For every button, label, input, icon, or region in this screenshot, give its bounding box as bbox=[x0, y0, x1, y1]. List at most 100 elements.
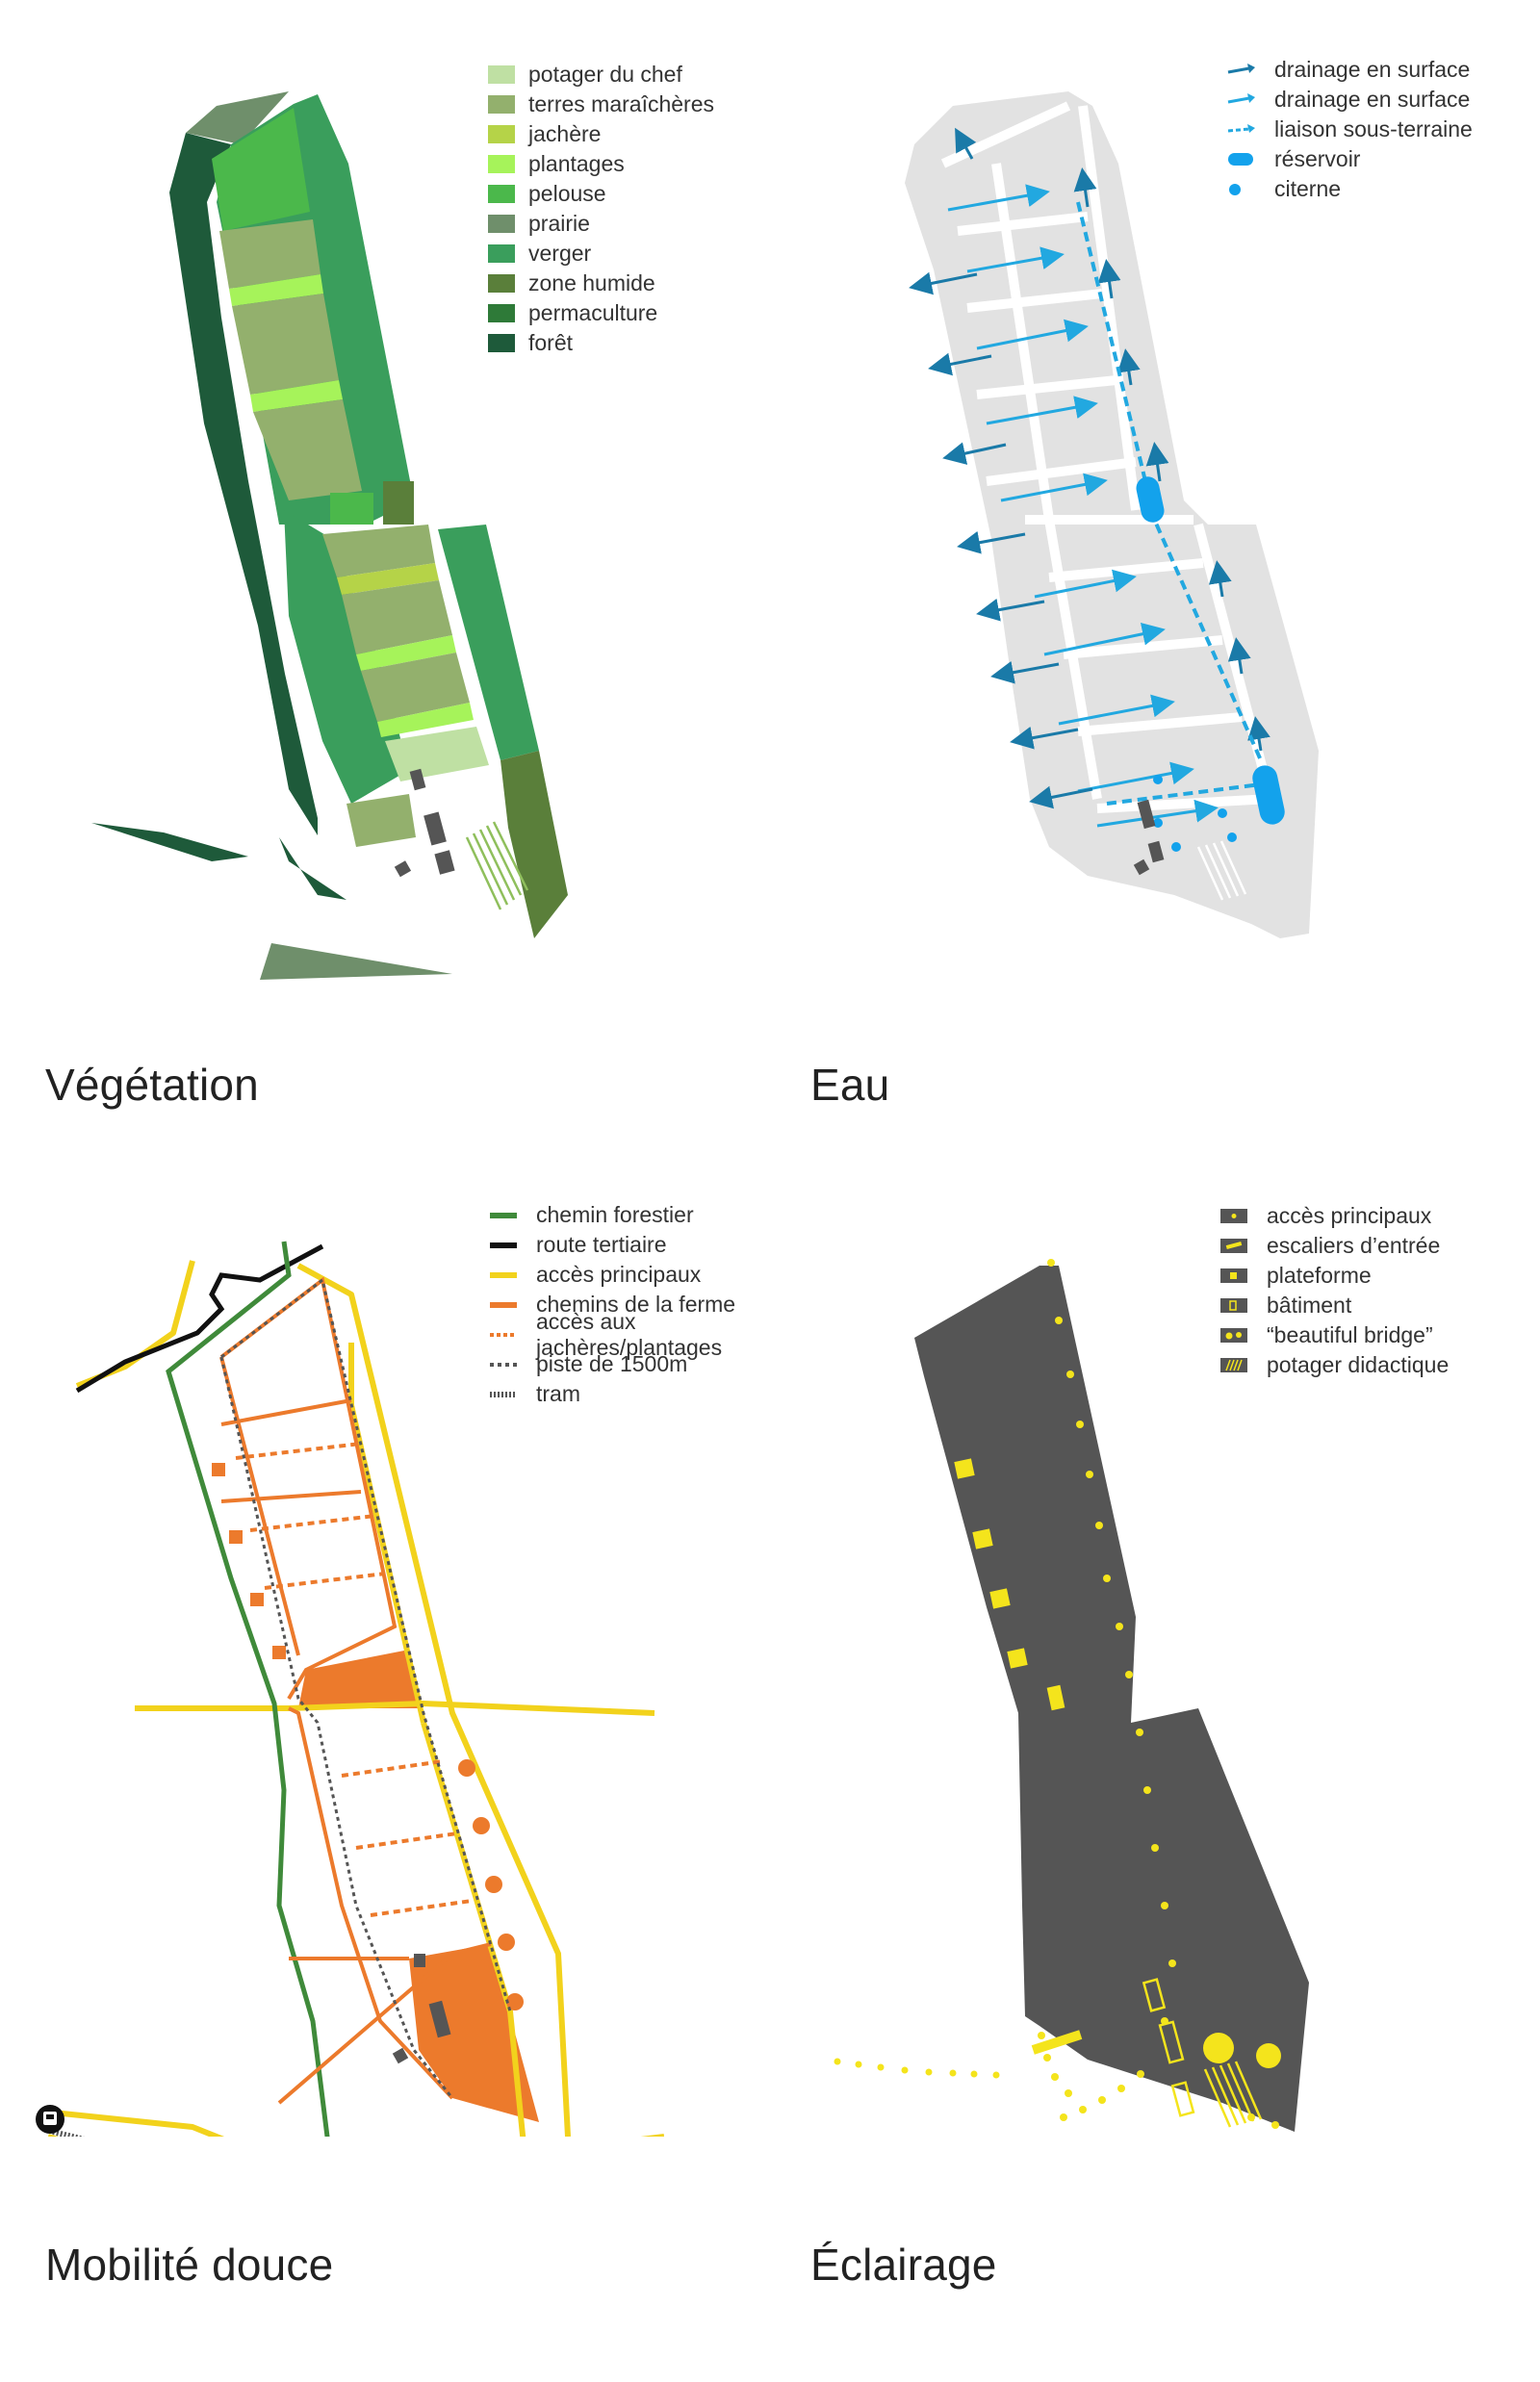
legend-item: bâtiment bbox=[1219, 1291, 1449, 1320]
didactic-garden-stripes bbox=[465, 821, 529, 910]
plantage-3 bbox=[356, 635, 456, 671]
market-garden-5 bbox=[342, 580, 452, 654]
farm-area-2 bbox=[409, 1944, 539, 2122]
tertiary-road bbox=[75, 1243, 324, 1394]
swatch-icon bbox=[488, 125, 515, 143]
swatch-icon bbox=[488, 65, 515, 84]
forest-area bbox=[169, 133, 318, 835]
building-lights bbox=[1142, 1978, 1195, 2117]
vegetation-panel: potager du chef terres maraîchères jachè… bbox=[0, 0, 770, 1155]
bridge-light-2 bbox=[1256, 2043, 1281, 2068]
orchard-south bbox=[284, 510, 409, 804]
solid-line-icon bbox=[488, 1295, 519, 1314]
swatch-icon bbox=[488, 185, 515, 203]
market-garden-2 bbox=[232, 294, 339, 395]
access-light-dots bbox=[834, 1259, 1279, 2129]
swatch-icon bbox=[488, 95, 515, 114]
building bbox=[392, 2047, 409, 2064]
dotted-line-icon bbox=[488, 1355, 519, 1373]
swatch-icon bbox=[488, 155, 515, 173]
building-1 bbox=[409, 768, 426, 791]
legend-item: jachère bbox=[488, 119, 714, 149]
forest-fragment-1 bbox=[91, 823, 248, 861]
market-garden-4 bbox=[322, 525, 435, 577]
lawn-top bbox=[212, 108, 310, 231]
legend-item: chemin forestier bbox=[488, 1200, 770, 1230]
fallow-1 bbox=[337, 563, 439, 595]
legend-item: forêt bbox=[488, 328, 714, 358]
legend-item: escaliers d’entrée bbox=[1219, 1231, 1449, 1261]
didactic-garden-stripes bbox=[1196, 840, 1247, 901]
light-stripes-icon bbox=[1219, 1356, 1249, 1374]
building bbox=[1147, 840, 1165, 863]
market-garden-6 bbox=[361, 653, 470, 722]
reservoir-1 bbox=[1136, 476, 1165, 523]
stair-light bbox=[1031, 2030, 1083, 2055]
light-circles-icon bbox=[1219, 1326, 1249, 1345]
solid-line-icon bbox=[488, 1206, 519, 1224]
building-3 bbox=[434, 850, 455, 875]
dashed-arrow-icon bbox=[1226, 120, 1257, 139]
legend-item: permaculture bbox=[488, 298, 714, 328]
solid-line-icon bbox=[488, 1236, 519, 1254]
swatch-icon bbox=[488, 304, 515, 322]
eclairage-panel: accès principaux escaliers d’entrée plat… bbox=[770, 1174, 1540, 2382]
pill-icon bbox=[1226, 150, 1257, 168]
building bbox=[1133, 858, 1150, 876]
legend-item: plateforme bbox=[1219, 1261, 1449, 1291]
vegetation-legend: potager du chef terres maraîchères jachè… bbox=[488, 60, 714, 358]
farm-circles bbox=[458, 1759, 524, 2011]
panel-title: Éclairage bbox=[810, 2240, 997, 2290]
legend-item: “beautiful bridge” bbox=[1219, 1320, 1449, 1350]
swatch-icon bbox=[488, 274, 515, 293]
panel-title: Végétation bbox=[45, 1060, 259, 1110]
panel-title: Mobilité douce bbox=[45, 2240, 334, 2290]
light-bar-icon bbox=[1219, 1237, 1249, 1255]
legend-item: chemins de la ferme bbox=[488, 1290, 770, 1319]
vegetation-map bbox=[91, 91, 568, 980]
wetland-east bbox=[500, 751, 568, 938]
mobilite-panel: chemin forestier route tertiaire accès p… bbox=[0, 1174, 770, 2382]
platform-lights bbox=[954, 1458, 1065, 1711]
legend-item: plantages bbox=[488, 149, 714, 179]
water-legend: drainage en surface drainage en surface … bbox=[1226, 55, 1473, 204]
fallow-access bbox=[235, 1442, 473, 1917]
legend-item: drainage en surface bbox=[1226, 85, 1473, 115]
lawn-small bbox=[330, 493, 373, 525]
orchard-east bbox=[438, 525, 539, 760]
legend-item: drainage en surface bbox=[1226, 55, 1473, 85]
light-outline-icon bbox=[1219, 1296, 1249, 1315]
swatch-icon bbox=[488, 215, 515, 233]
arrow-dark-icon bbox=[1226, 61, 1257, 79]
panel-title: Eau bbox=[810, 1060, 890, 1110]
building bbox=[428, 2000, 451, 2038]
wetland-small bbox=[383, 481, 414, 525]
plantage-4 bbox=[377, 703, 474, 737]
legend-item: piste de 1500m bbox=[488, 1349, 770, 1379]
tram-line bbox=[52, 2129, 86, 2137]
meadow-cap bbox=[186, 91, 289, 144]
legend-item: accès aux jachères/plantages bbox=[488, 1309, 770, 1360]
hatched-line-icon bbox=[488, 1385, 519, 1403]
swatch-icon bbox=[488, 334, 515, 352]
chef-garden bbox=[385, 727, 489, 781]
legend-item: potager du chef bbox=[488, 60, 714, 90]
legend-item: terres maraîchères bbox=[488, 90, 714, 119]
bridge-light-1 bbox=[1203, 2033, 1234, 2063]
eau-panel: drainage en surface drainage en surface … bbox=[770, 0, 1540, 1155]
farm-paths bbox=[219, 1276, 492, 2105]
building-2 bbox=[424, 811, 447, 846]
cisterns bbox=[1153, 775, 1237, 852]
legend-item: route tertiaire bbox=[488, 1230, 770, 1260]
dot-icon bbox=[1226, 180, 1257, 198]
mobility-legend: chemin forestier route tertiaire accès p… bbox=[488, 1200, 770, 1409]
forest-path bbox=[166, 1241, 330, 2137]
legend-item: tram bbox=[488, 1379, 770, 1409]
legend-item: verger bbox=[488, 239, 714, 269]
market-garden-1 bbox=[219, 219, 321, 289]
building bbox=[414, 1954, 425, 1967]
lighting-legend: accès principaux escaliers d’entrée plat… bbox=[1219, 1201, 1449, 1380]
light-square-icon bbox=[1219, 1267, 1249, 1285]
surface-drainage-dark bbox=[909, 127, 1270, 809]
farm-markers bbox=[212, 1463, 286, 1659]
